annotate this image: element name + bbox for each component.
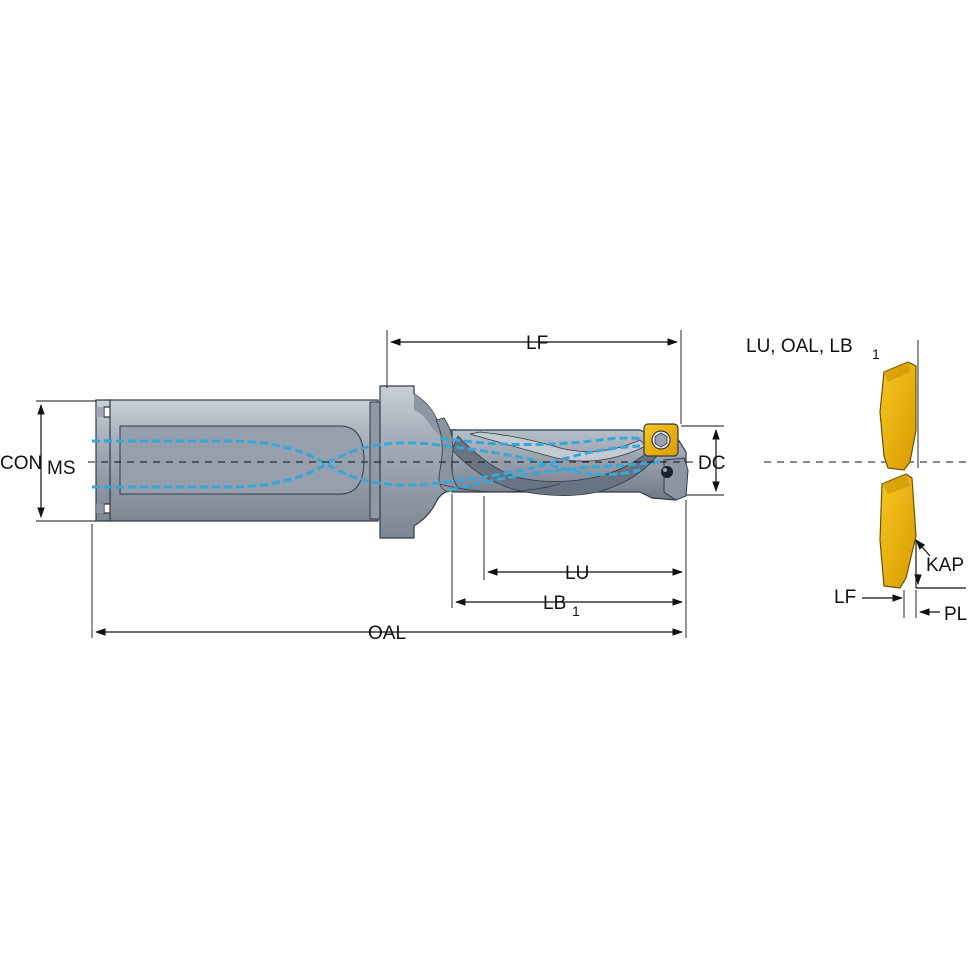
label-pl: PL: [944, 604, 967, 625]
lower-insert: [879, 473, 917, 589]
label-insert-header-subscript: 1: [872, 346, 880, 362]
label-lb-subscript: 1: [572, 603, 580, 619]
label-lu: LU: [565, 563, 589, 584]
central-insert: [663, 457, 689, 501]
shank: [95, 399, 381, 522]
label-insert-lf: LF: [834, 587, 856, 608]
label-oal: OAL: [368, 623, 406, 644]
upper-insert: [879, 361, 917, 471]
insert-detail-view: [764, 340, 970, 618]
dimension-lines: [36, 330, 724, 638]
label-dc: DC: [698, 453, 725, 474]
label-lb: LB: [543, 593, 566, 614]
drill-inserts: [643, 423, 689, 501]
labels: CON MS LF DC LU LB 1 OAL LU, OAL, LB 1 K…: [0, 333, 967, 644]
label-ms: MS: [47, 458, 76, 479]
label-con: CON: [0, 453, 42, 474]
coolant-channels: [92, 436, 661, 492]
label-lf: LF: [526, 333, 548, 354]
drill-tool: [92, 385, 689, 539]
label-kap: KAP: [926, 555, 964, 576]
label-insert-header: LU, OAL, LB: [746, 336, 853, 357]
shank-flat: [119, 425, 365, 495]
central-screw-icon: [661, 466, 673, 478]
